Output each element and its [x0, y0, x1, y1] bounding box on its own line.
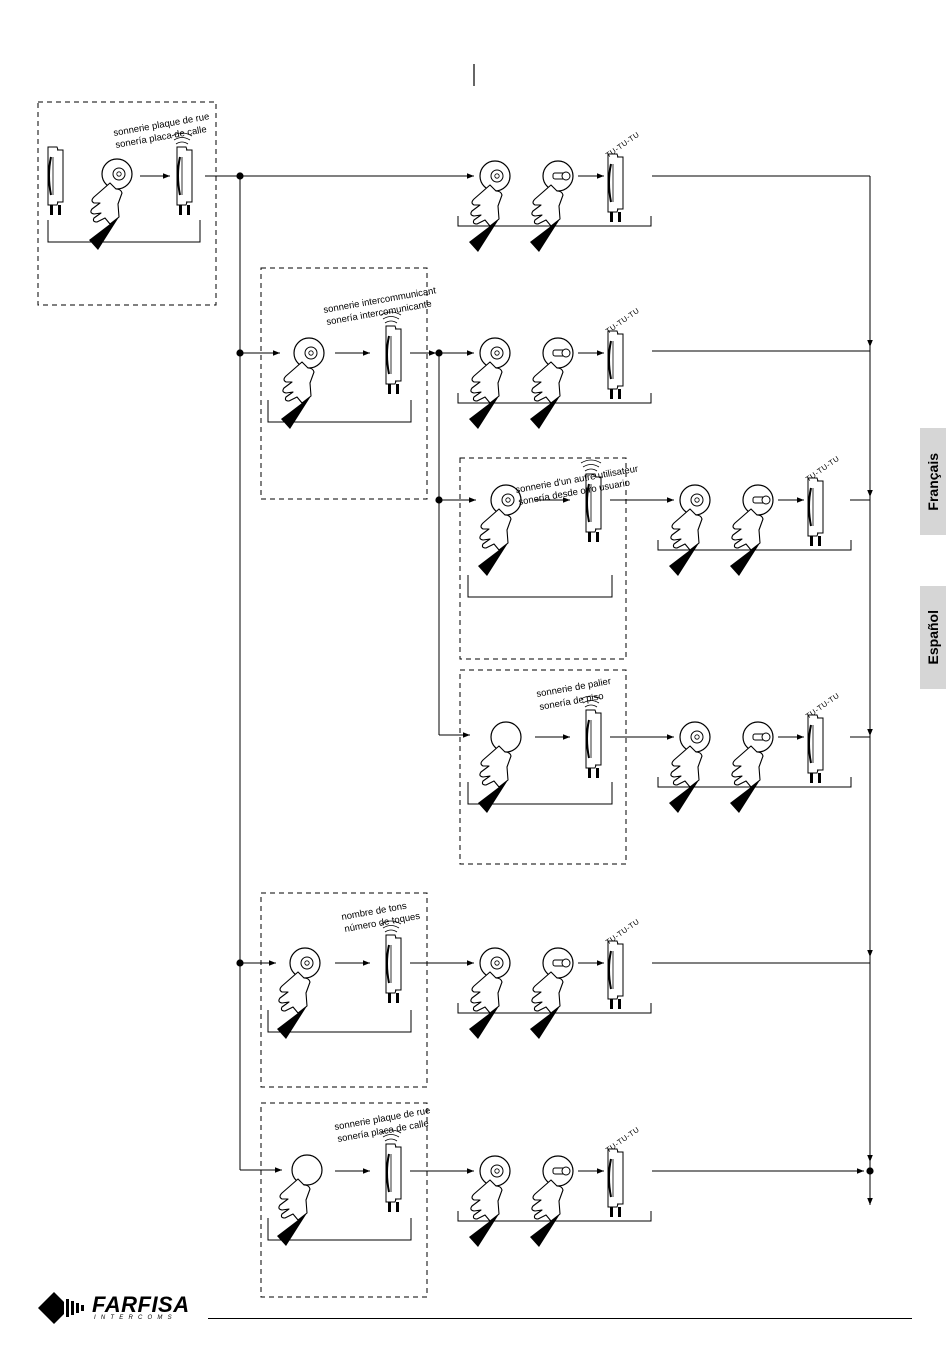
- frame-4: [459, 669, 627, 865]
- tone-2: TU-TU-TU: [604, 306, 641, 336]
- tone-6: TU-TU-TU: [604, 1125, 641, 1155]
- row-1: sonnerie plaque de rue sonería placa de …: [47, 111, 870, 252]
- dashed-frames: [37, 101, 627, 1298]
- row-5: nombre de tons número de toques TU-TU-TU: [236, 901, 870, 1040]
- tab-francais: Français: [920, 428, 946, 535]
- frame-2: [260, 267, 428, 500]
- row-2: sonnerie intercommunicant sonería interc…: [236, 285, 870, 430]
- farfisa-logo: FARFISA INTERCOMS: [36, 1290, 211, 1326]
- tone-1: TU-TU-TU: [604, 130, 641, 160]
- tone-5: TU-TU-TU: [604, 917, 641, 947]
- frame-6: [260, 1102, 428, 1298]
- tone-4: TU-TU-TU: [804, 691, 841, 721]
- tone-3: TU-TU-TU: [804, 454, 841, 484]
- row-6: sonnerie plaque de rue sonería placa de …: [267, 1105, 864, 1247]
- row-3: sonnerie d'un autre utilisateur sonería …: [435, 454, 870, 598]
- tab-espanol: Español: [920, 586, 946, 689]
- logo-brand: FARFISA: [92, 1292, 190, 1317]
- row-4: sonnerie de palier sonería de piso TU-TU…: [467, 676, 870, 814]
- footer-rule: [208, 1318, 912, 1319]
- logo-sub: INTERCOMS: [94, 1315, 177, 1321]
- logo-mark: [38, 1292, 84, 1324]
- frame-5: [260, 892, 428, 1088]
- frame-1: [37, 101, 217, 306]
- frame-3: [459, 457, 627, 660]
